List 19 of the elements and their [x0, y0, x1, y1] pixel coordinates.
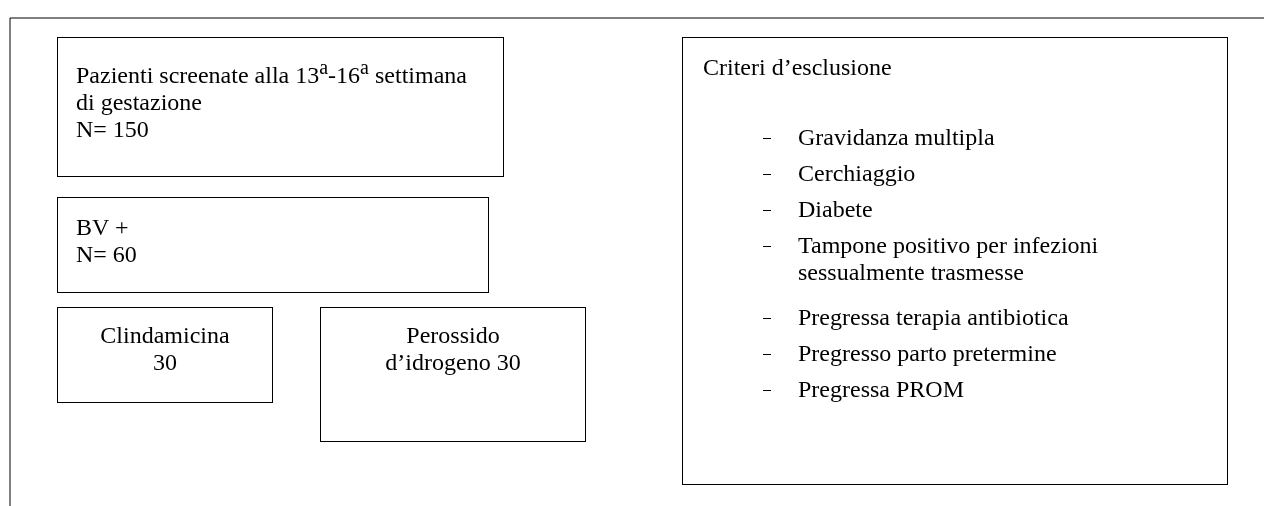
box-heading: Criteri d’esclusione: [703, 54, 893, 81]
node-text: N= 150: [76, 116, 150, 143]
node-text: Pazienti screenate alla 13$^{a}$-16$^{a}$ settimana di gestazione: [76, 55, 468, 116]
node-text: Perossido d’idrogeno 30: [384, 322, 522, 376]
node-text: N= 60: [76, 241, 138, 268]
list-item: Pregressa terapia antibiotica: [798, 304, 1070, 331]
list-item: Gravidanza multipla: [798, 124, 996, 151]
list-item: Pregressa PROM: [798, 376, 965, 403]
text-box: [57, 197, 489, 293]
list-item: Pregresso parto pretermine: [798, 340, 1058, 367]
text-box: [320, 307, 586, 442]
text-box: [57, 307, 273, 403]
text-box: [682, 37, 1228, 485]
list-item: Diabete: [798, 196, 874, 223]
text-box: [57, 37, 504, 177]
list-item: Cerchiaggio: [798, 160, 917, 187]
list-item: Tampone positivo per infezioni sessualmente trasmesse: [798, 232, 1100, 286]
node-text: BV +: [76, 214, 130, 241]
node-text: Clindamicina 30: [99, 322, 231, 376]
